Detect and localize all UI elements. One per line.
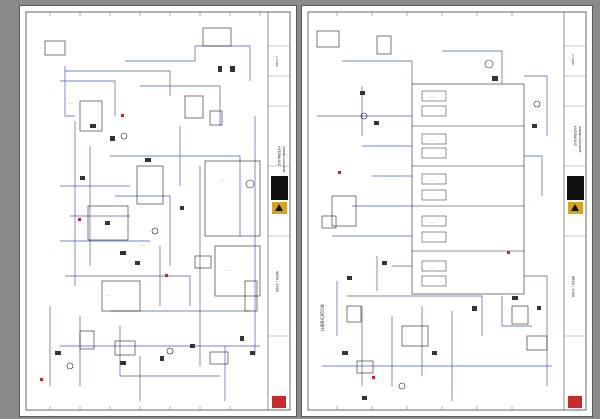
svg-text:.....: ..... — [220, 178, 225, 182]
svg-text:....: .... — [430, 220, 434, 224]
title-block-title: HYDRAULIC — [277, 146, 281, 167]
wiring-lines — [317, 50, 552, 401]
title-block-ref: 1-7480 — [275, 56, 279, 67]
terminal-blocks — [342, 76, 541, 400]
title-block-title: HYDRAULIC — [573, 126, 577, 147]
components — [316, 30, 548, 390]
svg-text:.....: ..... — [140, 243, 145, 247]
red-markers — [338, 171, 510, 379]
title-block-ref: 1-7480 — [571, 54, 575, 65]
components — [44, 27, 261, 370]
control-module — [411, 83, 525, 295]
lubrication-label: LUBRICATION — [320, 304, 325, 331]
module-relays — [421, 90, 447, 287]
title-block-subtitle: WIRING DIAGRAM — [578, 126, 582, 153]
terminal-blocks — [55, 66, 255, 365]
schematic-drawing-right: HYDRAULIC WIRING DIAGRAM 1-7480 9800 / 1… — [307, 11, 587, 411]
wiring-lines — [49, 45, 260, 401]
svg-text:....: .... — [430, 265, 434, 269]
schematic-drawing-left: HYDRAULIC WIRING DIAGRAM 1-7480 9800 / 1… — [25, 11, 291, 411]
title-block-subtitle: WIRING DIAGRAM — [282, 146, 286, 173]
svg-text:....: .... — [430, 138, 434, 142]
svg-text:.....: ..... — [225, 268, 230, 272]
svg-text:....: .... — [430, 95, 434, 99]
title-block-model: 9800 / 1000 — [571, 276, 575, 297]
svg-text:.....: ..... — [105, 293, 110, 297]
company-logo-icon — [271, 176, 288, 214]
company-logo-icon — [567, 176, 584, 214]
logo-mark-icon — [272, 396, 286, 408]
red-markers — [40, 114, 168, 381]
schematic-sheet-right: HYDRAULIC WIRING DIAGRAM 1-7480 9800 / 1… — [301, 5, 593, 417]
title-block-model: 9800 / 1000 — [275, 271, 279, 292]
svg-text:....: .... — [430, 178, 434, 182]
svg-text:.....: ..... — [68, 101, 73, 105]
schematic-sheet-left: HYDRAULIC WIRING DIAGRAM 1-7480 9800 / 1… — [19, 5, 297, 417]
logo-mark-icon — [568, 396, 582, 408]
